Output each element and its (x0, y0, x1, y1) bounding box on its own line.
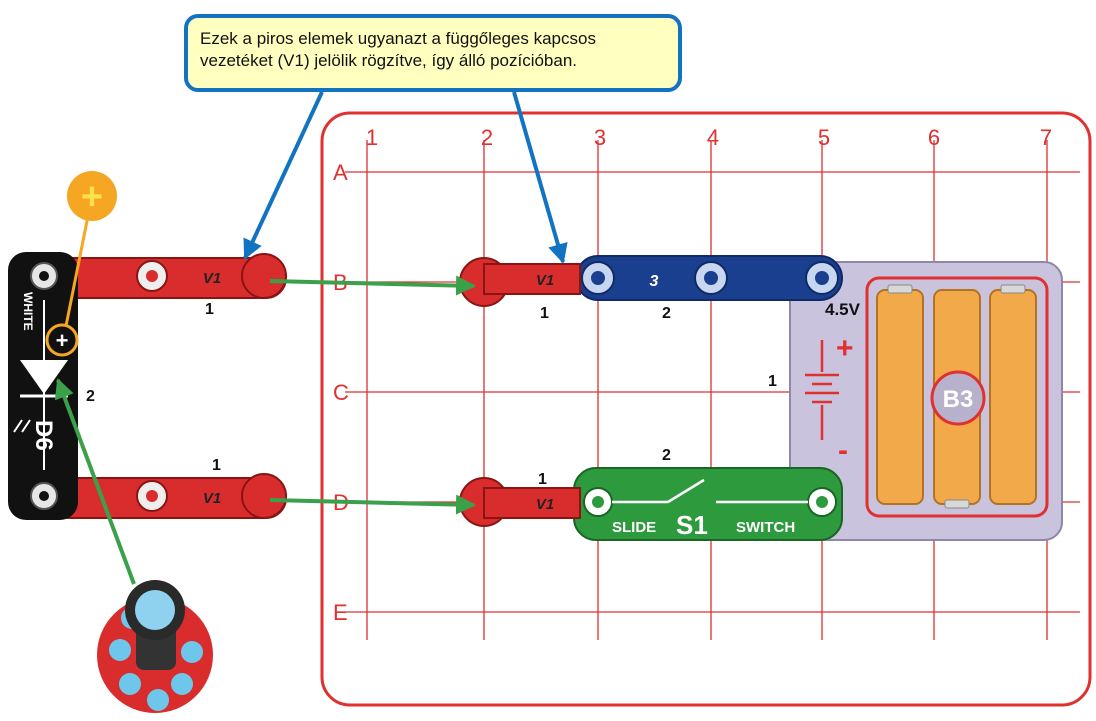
switch-word-label: SWITCH (736, 519, 795, 536)
wire-symbol: V1 (536, 272, 554, 289)
red-v1-wire-board-top (459, 257, 581, 307)
wire-symbol: V1 (536, 496, 554, 513)
battery-minus-sign: - (838, 434, 848, 467)
column-label: 1 (366, 125, 378, 150)
battery-plus-sign: + (836, 332, 854, 365)
led-color-word: WHITE (21, 292, 35, 331)
column-label: 6 (928, 125, 940, 150)
led-name: D6 (30, 420, 57, 451)
green-arrow-eye (54, 378, 136, 585)
led-plus-sign: + (56, 328, 69, 353)
switch-name: S1 (676, 510, 708, 540)
row-label: E (333, 600, 348, 625)
explanation-callout: Ezek a piros elemek ugyanazt a függőlege… (184, 14, 682, 92)
light-emission-icon (13, 419, 31, 433)
blue-snap-wire (575, 255, 843, 301)
row-label: C (333, 380, 349, 405)
blue-pointer-arrow-left (243, 91, 324, 260)
battery-level-label: 1 (768, 373, 777, 390)
wire-level-label: 1 (538, 471, 547, 488)
blue-wire-number: 3 (650, 273, 659, 290)
switch-slide-label: SLIDE (612, 519, 656, 536)
column-label: 3 (594, 125, 606, 150)
battery-name: B3 (943, 386, 974, 413)
wire-level-label: 1 (212, 457, 221, 474)
wire-symbol: V1 (203, 490, 221, 507)
column-label: 4 (707, 125, 719, 150)
led-level-label: 2 (86, 388, 95, 405)
green-arrow-bottom (269, 494, 476, 515)
white-led (8, 252, 79, 520)
row-label: A (333, 160, 348, 185)
eye-viewer-icon (97, 580, 213, 713)
callout-line-2: vezetéket (V1) jelölik rögzítve, így áll… (200, 51, 578, 70)
battery-voltage: 4.5V (825, 300, 861, 319)
wire-level-label: 1 (540, 305, 549, 322)
led-plus-marker (45, 323, 79, 357)
column-label: 7 (1040, 125, 1052, 150)
plus-indicator-icon (67, 171, 117, 221)
green-arrow-top (269, 275, 476, 296)
slide-switch (573, 467, 843, 541)
plus-indicator-sign: + (81, 176, 103, 218)
blue-wire-level-label: 2 (662, 305, 671, 322)
b3-badge (930, 370, 986, 426)
battery-holder (789, 261, 1063, 541)
column-label: 5 (818, 125, 830, 150)
switch-level-label: 2 (662, 447, 671, 464)
column-label: 2 (481, 125, 493, 150)
red-v1-wire-bottom-left (47, 473, 287, 519)
wire-symbol: V1 (203, 270, 221, 287)
blue-pointer-arrow-right (512, 91, 568, 264)
red-v1-wire-top-left (47, 253, 287, 299)
callout-line-1: Ezek a piros elemek ugyanazt a függőlege… (200, 29, 596, 48)
wire-level-label: 1 (205, 301, 214, 318)
